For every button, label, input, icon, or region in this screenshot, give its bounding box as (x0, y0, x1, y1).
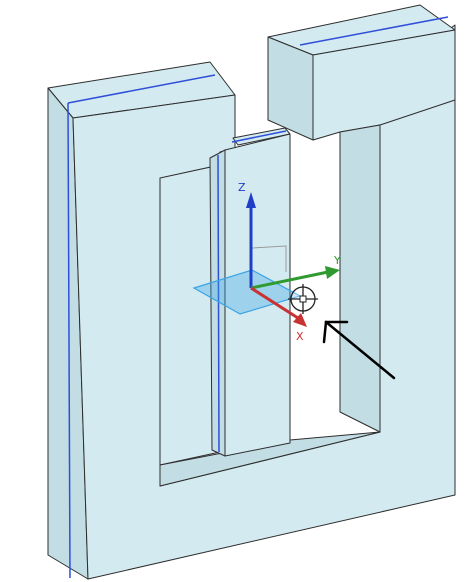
core-model[interactable] (47, 4, 456, 580)
y-axis-label: Y (333, 254, 341, 267)
x-arrowhead (293, 313, 307, 327)
arrow-pointer-icon (322, 320, 396, 380)
center-side-highlight-edge (217, 154, 220, 453)
z-axis-label: Z (238, 181, 246, 194)
left-side-highlight-edge (67, 102, 71, 579)
center-leg-front-face (224, 133, 291, 457)
coordinate-triad[interactable]: Z Y X (192, 181, 341, 343)
x-axis-label: X (296, 330, 304, 343)
right-top-highlight-edge (299, 16, 449, 46)
x-axis[interactable] (250, 286, 299, 320)
move-cursor-icon (288, 284, 318, 314)
left-top-highlight-edge (67, 74, 216, 104)
right-inner-side-face (339, 124, 381, 433)
center-top-highlight-edge (231, 130, 287, 143)
construction-box (251, 245, 287, 272)
right-block-side-face (267, 36, 314, 141)
z-arrowhead (246, 192, 256, 208)
y-arrowhead (325, 266, 340, 279)
y-axis[interactable] (250, 270, 329, 290)
